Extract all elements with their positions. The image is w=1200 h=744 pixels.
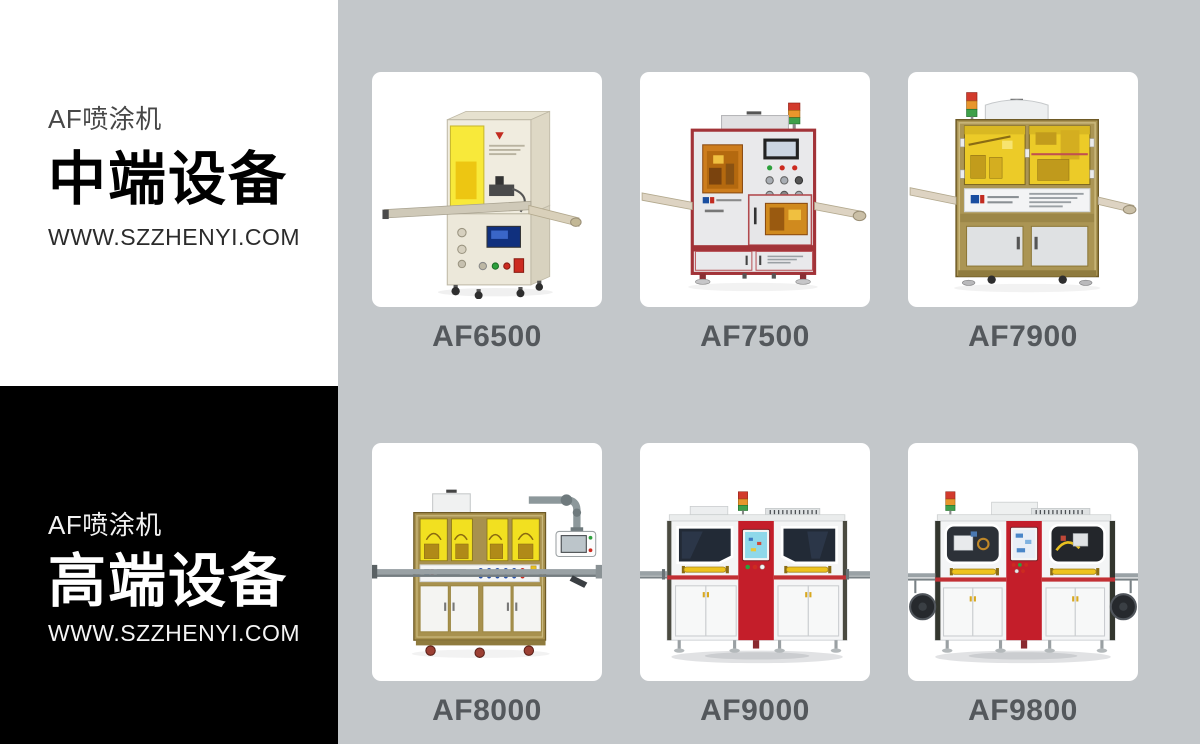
product-model-label: AF7500 — [700, 320, 810, 353]
product-card-af6500[interactable] — [372, 72, 602, 307]
product-card-af7500[interactable] — [640, 72, 870, 307]
af9800-machine-image — [908, 491, 1138, 664]
product-cell-af7900: AF7900 — [908, 72, 1138, 353]
website-url-high: WWW.SZZHENYI.COM — [48, 620, 301, 646]
product-card-af9000[interactable] — [640, 443, 870, 681]
panel-title-mid: 中端设备 — [48, 147, 289, 212]
product-cell-af9000: AF9000 — [640, 443, 870, 727]
product-model-label: AF8000 — [432, 694, 542, 727]
product-model-label: AF6500 — [432, 320, 542, 353]
product-cell-af6500: AF6500 — [372, 72, 602, 353]
product-card-af8000[interactable] — [372, 443, 602, 681]
category-label-high: AF喷涂机 — [48, 510, 162, 540]
panel-title-high: 高端设备 — [48, 549, 289, 614]
product-cell-af7500: AF7500 — [640, 72, 870, 353]
product-grid: AF6500 — [338, 0, 1200, 744]
product-model-label: AF9800 — [968, 694, 1078, 727]
af7500-machine-image — [641, 102, 867, 291]
product-card-af9800[interactable] — [908, 443, 1138, 681]
product-row-high-end: AF8000 — [372, 443, 1200, 727]
left-column: AF喷涂机 中端设备 WWW.SZZHENYI.COM AF喷涂机 高端设备 W… — [0, 0, 338, 744]
product-cell-af9800: AF9800 — [908, 443, 1138, 727]
website-url-mid: WWW.SZZHENYI.COM — [48, 224, 301, 250]
af7900-machine-image — [909, 91, 1137, 292]
mid-range-panel: AF喷涂机 中端设备 WWW.SZZHENYI.COM — [0, 0, 338, 386]
af8000-machine-image — [372, 489, 602, 659]
high-end-panel: AF喷涂机 高端设备 WWW.SZZHENYI.COM — [0, 386, 338, 744]
af9000-machine-image — [640, 491, 870, 664]
af6500-machine-image — [382, 110, 582, 300]
product-card-af7900[interactable] — [908, 72, 1138, 307]
category-label-mid: AF喷涂机 — [48, 104, 162, 134]
product-model-label: AF7900 — [968, 320, 1078, 353]
product-row-mid-range: AF6500 — [372, 72, 1200, 353]
product-cell-af8000: AF8000 — [372, 443, 602, 727]
product-model-label: AF9000 — [700, 694, 810, 727]
